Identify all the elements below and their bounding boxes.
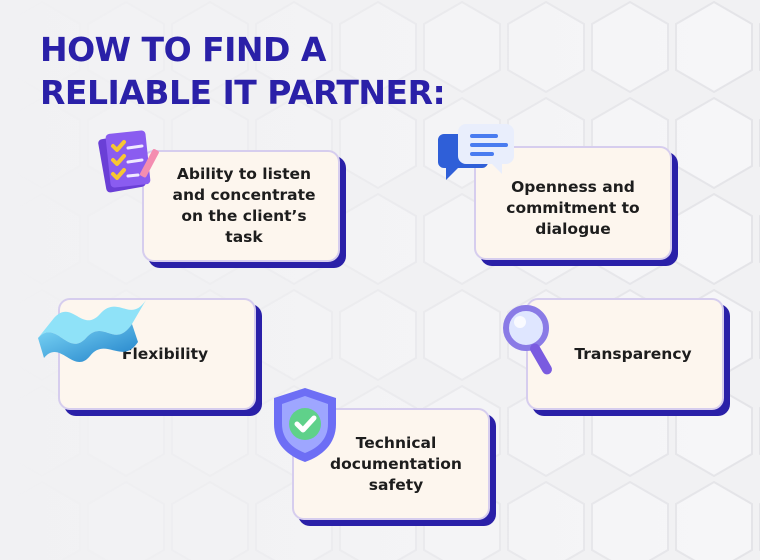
card-flexibility-label: Flexibility xyxy=(121,344,209,363)
wave-icon xyxy=(38,300,146,363)
title-line-2: RELIABLE IT PARTNER: xyxy=(40,73,446,112)
magnifier-icon xyxy=(503,305,552,375)
card-listening-label: Ability to listen and concentrate on the… xyxy=(172,165,316,246)
checklist-icon xyxy=(98,130,159,193)
card-listening: Ability to listen and concentrate on the… xyxy=(142,150,340,262)
card-transparency-label: Transparency xyxy=(574,344,692,363)
card-transparency: Transparency xyxy=(526,298,724,410)
card-dialogue: Openness and commitment to dialogue xyxy=(474,146,672,260)
card-documentation-label: Technical documentation safety xyxy=(330,433,462,494)
chat-bubbles-icon xyxy=(438,124,514,180)
title-line-1: HOW TO FIND A xyxy=(40,30,326,69)
shield-check-icon xyxy=(274,388,336,462)
card-dialogue-label: Openness and commitment to dialogue xyxy=(506,177,640,238)
page-title: HOW TO FIND A RELIABLE IT PARTNER: xyxy=(40,28,446,114)
